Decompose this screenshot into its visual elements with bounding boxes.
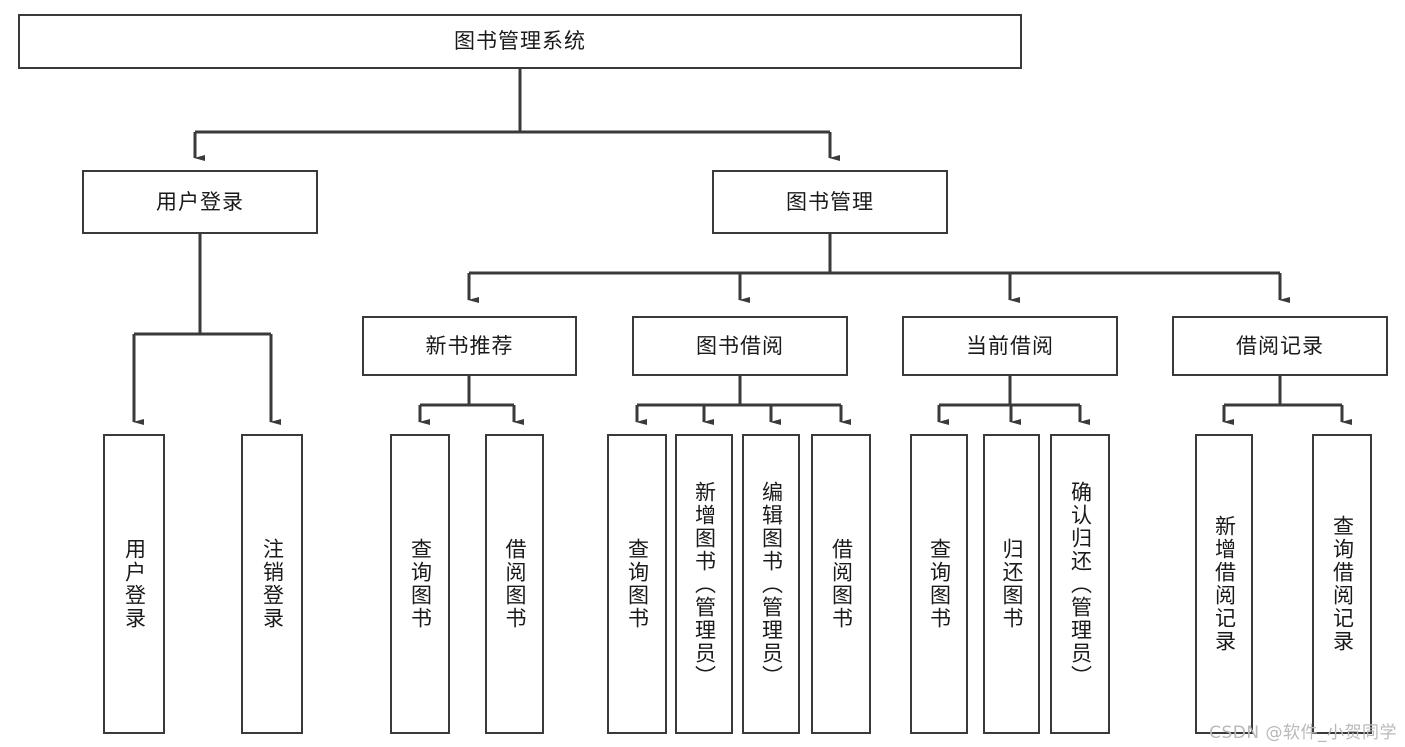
node-label: 查询图书 xyxy=(625,538,650,630)
node-label: 确认归还（管理员） xyxy=(1068,480,1093,688)
node-book-borrow[interactable]: 图书借阅 xyxy=(632,316,848,376)
node-label: 新增借阅记录 xyxy=(1212,515,1237,653)
node-label: 查询图书 xyxy=(408,538,433,630)
node-label: 当前借阅 xyxy=(966,333,1054,358)
leaf-book-borrow-edit-book-admin[interactable]: 编辑图书（管理员） xyxy=(742,434,800,734)
leaf-new-book-borrow-book[interactable]: 借阅图书 xyxy=(485,434,544,734)
leaf-user-login-login[interactable]: 用户登录 xyxy=(103,434,165,734)
node-label: 借阅记录 xyxy=(1236,333,1324,358)
leaf-current-borrow-query-book[interactable]: 查询图书 xyxy=(910,434,968,734)
node-label: 归还图书 xyxy=(1000,538,1024,630)
node-label: 图书借阅 xyxy=(696,333,784,358)
leaf-current-borrow-return-book[interactable]: 归还图书 xyxy=(983,434,1040,734)
leaf-current-borrow-confirm-return-admin[interactable]: 确认归还（管理员） xyxy=(1050,434,1110,734)
node-current-borrow[interactable]: 当前借阅 xyxy=(902,316,1118,376)
node-label: 图书管理系统 xyxy=(454,29,586,54)
node-label: 用户登录 xyxy=(122,538,147,630)
node-label: 借阅图书 xyxy=(503,538,527,630)
node-label: 借阅图书 xyxy=(829,538,854,630)
leaf-borrow-record-query-record[interactable]: 查询借阅记录 xyxy=(1312,434,1372,734)
leaf-borrow-record-add-record[interactable]: 新增借阅记录 xyxy=(1195,434,1253,734)
node-root-book-management-system[interactable]: 图书管理系统 xyxy=(18,14,1022,69)
leaf-user-login-logout[interactable]: 注销登录 xyxy=(241,434,303,734)
leaf-book-borrow-borrow-book[interactable]: 借阅图书 xyxy=(811,434,871,734)
node-book-management[interactable]: 图书管理 xyxy=(712,170,948,234)
node-borrow-record[interactable]: 借阅记录 xyxy=(1172,316,1388,376)
node-label: 新书推荐 xyxy=(425,333,514,358)
node-label: 查询借阅记录 xyxy=(1330,515,1355,653)
node-user-login[interactable]: 用户登录 xyxy=(82,170,318,234)
node-label: 查询图书 xyxy=(927,538,952,630)
leaf-book-borrow-add-book-admin[interactable]: 新增图书（管理员） xyxy=(675,434,733,734)
node-label: 新增图书（管理员） xyxy=(692,480,717,688)
node-label: 图书管理 xyxy=(786,189,874,214)
watermark: CSDN @软件_小贺同学 xyxy=(1209,723,1397,743)
node-label: 注销登录 xyxy=(260,538,285,630)
node-new-book-recommend[interactable]: 新书推荐 xyxy=(362,316,577,376)
node-label: 编辑图书（管理员） xyxy=(759,480,784,688)
leaf-book-borrow-query-book[interactable]: 查询图书 xyxy=(607,434,667,734)
leaf-new-book-query-book[interactable]: 查询图书 xyxy=(390,434,450,734)
node-label: 用户登录 xyxy=(156,189,244,214)
